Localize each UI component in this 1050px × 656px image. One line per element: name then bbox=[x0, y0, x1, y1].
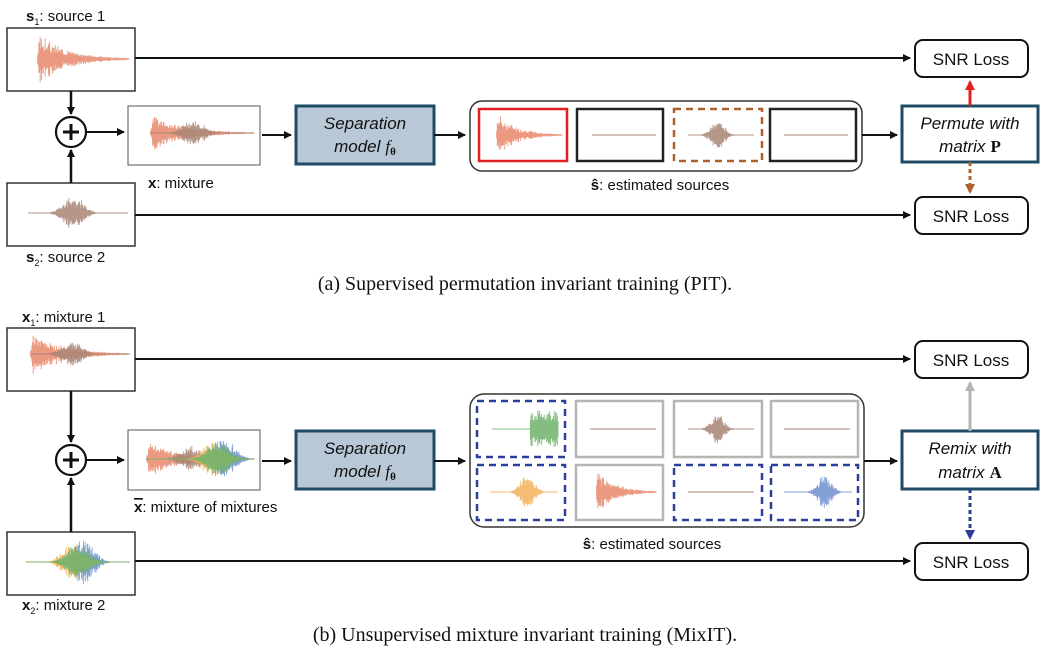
est-b-3-waveform bbox=[688, 416, 754, 443]
remix-line1: Remix with bbox=[928, 439, 1011, 458]
est-b-8-box bbox=[769, 463, 860, 522]
source2-label: s2: source 2 bbox=[26, 249, 105, 268]
mom-waveform-green bbox=[146, 441, 255, 477]
mom-label: x: mixture of mixtures bbox=[134, 499, 277, 516]
est-b-5-waveform bbox=[490, 477, 558, 507]
estimated-source-1-waveform bbox=[496, 116, 563, 150]
waveform-trace bbox=[146, 441, 255, 477]
snr-loss-box-top-b bbox=[914, 340, 1029, 379]
snr-loss-label-bottom-a: SNR Loss bbox=[933, 207, 1010, 226]
waveform-trace bbox=[496, 116, 563, 150]
waveform-trace bbox=[26, 544, 130, 581]
waveform-trace bbox=[28, 198, 128, 228]
waveform-trace bbox=[150, 121, 254, 145]
estimated-sources-label-b: ŝ: estimated sources bbox=[583, 536, 721, 553]
separation-model-b-line1: Separation bbox=[324, 439, 406, 458]
snr-loss-label-top-a: SNR Loss bbox=[933, 50, 1010, 69]
snr-loss-box-bottom-b bbox=[914, 542, 1029, 581]
est-b-5-box bbox=[475, 463, 567, 522]
waveform-trace bbox=[784, 476, 852, 508]
waveform-trace bbox=[490, 477, 558, 507]
caption-pit: (a) Supervised permutation invariant tra… bbox=[318, 273, 732, 295]
mixture-waveform-brown bbox=[150, 121, 254, 145]
snr-loss-box-top-a bbox=[914, 39, 1029, 78]
permute-line1: Permute with bbox=[920, 114, 1019, 133]
waveform-trace bbox=[30, 342, 130, 366]
mixture2-waveform-green bbox=[26, 544, 130, 581]
separation-model-box bbox=[294, 104, 436, 166]
remix-box bbox=[900, 429, 1040, 491]
waveform-trace bbox=[688, 123, 754, 148]
snr-loss-label-top-b: SNR Loss bbox=[933, 351, 1010, 370]
mixture1-waveform-brown bbox=[30, 342, 130, 366]
mixture1-label: x1: mixture 1 bbox=[22, 309, 105, 328]
plus-icon-b bbox=[63, 452, 79, 468]
waveform-trace bbox=[688, 416, 754, 443]
pit-section: s1: source 1 s2: source 2 x: mixture Sep… bbox=[6, 8, 1040, 295]
waveform-trace bbox=[37, 36, 130, 83]
mixture2-label: x2: mixture 2 bbox=[22, 597, 105, 616]
source1-label: s1: source 1 bbox=[26, 8, 105, 27]
mixture-label: x: mixture bbox=[148, 175, 214, 192]
snr-loss-box-bottom-a bbox=[914, 196, 1029, 235]
source2-waveform bbox=[28, 198, 128, 228]
separation-model-line1: Separation bbox=[324, 114, 406, 133]
waveform-trace bbox=[491, 410, 559, 447]
snr-loss-label-bottom-b: SNR Loss bbox=[933, 553, 1010, 572]
mixit-section: x1: mixture 1 x2: mixture 2 x: mixture o… bbox=[6, 309, 1040, 646]
caption-mixit: (b) Unsupervised mixture invariant train… bbox=[313, 624, 737, 646]
separation-model-box-b bbox=[294, 429, 436, 491]
waveform-trace bbox=[596, 473, 657, 509]
source1-waveform bbox=[37, 36, 130, 83]
estimated-sources-label: ŝ: estimated sources bbox=[591, 177, 729, 194]
est-b-6-waveform bbox=[596, 473, 657, 509]
est-b-1-waveform bbox=[491, 410, 559, 447]
estimated-source-3-waveform bbox=[688, 123, 754, 148]
est-b-8-waveform bbox=[784, 476, 852, 508]
plus-icon bbox=[63, 124, 79, 140]
